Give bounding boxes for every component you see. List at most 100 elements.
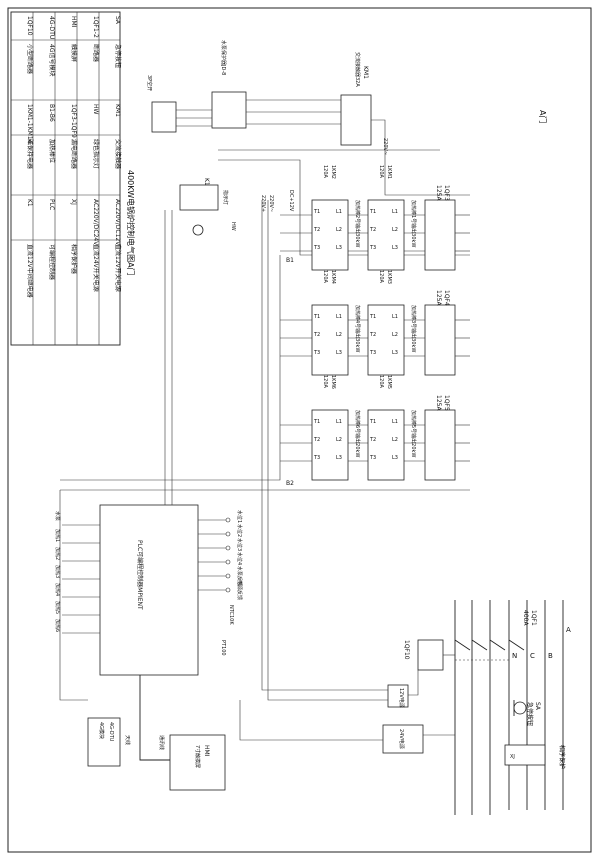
indicator-tag: HW [230, 222, 236, 231]
psu24-box [382, 724, 424, 754]
legend-name: 直流24V开关电源 [92, 244, 100, 292]
legend-code: AC220V/DC24V [92, 199, 99, 246]
plc-input-label: 水泵反馈 [236, 566, 243, 586]
contactor-rating: 120A [322, 165, 328, 179]
plc-output-label: 加热3 [54, 565, 61, 578]
terminal-label: T1 [369, 314, 376, 320]
heater-breaker-tag: 1QF4 [443, 290, 450, 306]
legend-code: 1QF1-2 [92, 16, 99, 38]
estop-label: 急停按钮 [526, 702, 534, 726]
heater-breaker-rating: 125A [435, 185, 442, 201]
contactor-box [311, 409, 349, 481]
phase-protector-box [504, 744, 546, 766]
small-breaker-tag: 1QF10 [403, 640, 410, 660]
psu24-label: 24V电源 [398, 729, 405, 749]
terminal-label: T1 [369, 419, 376, 425]
contactor-rating: 120A [378, 375, 384, 389]
heater-breaker-tag: 1QF5 [443, 395, 450, 411]
line-label: L1 [336, 209, 342, 215]
line-label: L3 [336, 245, 342, 251]
legend-name: 直流12V开关电源 [114, 244, 122, 292]
terminal-label: T3 [313, 245, 320, 251]
line-label: L3 [392, 455, 398, 461]
terminal-label: T2 [313, 332, 320, 338]
sensor-ntc: NTC10K [228, 605, 234, 625]
legend-code: SA [114, 16, 121, 25]
legend-name: 直流12V中间继电器 [26, 244, 34, 298]
pump-switch-label: 3P空开 [146, 75, 153, 91]
terminal-label: T3 [313, 350, 320, 356]
legend-code: 4G-DTU [48, 16, 55, 39]
sensor-pt100: PT100 [220, 640, 226, 656]
legend-name: 磁保持电器 [26, 139, 34, 169]
terminal-label: T2 [313, 227, 320, 233]
heater-breaker-rating: 125A [435, 395, 442, 411]
contactor-rating: 120A [322, 375, 328, 389]
phase-label-b: B [548, 652, 553, 660]
line-label: L2 [392, 332, 398, 338]
heater-breaker-rating: 125A [435, 290, 442, 306]
pump-protector-label: 水泵保护器JD-8 [220, 40, 227, 75]
terminal-label: T1 [369, 209, 376, 215]
estop-tag: SA [534, 702, 541, 711]
line-label: L2 [336, 332, 342, 338]
drawing-title: 400KW电锅炉控制电气图A门 [126, 170, 136, 276]
terminal-label: T1 [313, 314, 320, 320]
pump-switch-box [151, 101, 177, 133]
hmi-label: 7寸触摸屏 [194, 745, 201, 768]
terminal-label: T2 [369, 437, 376, 443]
heater-breaker-box [424, 304, 456, 376]
sheet-frame [7, 7, 592, 853]
heater-label: 加热棒5号输出20kW [410, 410, 417, 457]
legend-code: B1-B6 [48, 104, 55, 122]
dtu-tag: 4G-DTU [108, 722, 114, 742]
indicator-label: 指示灯 [222, 190, 229, 205]
hmi-box [169, 734, 226, 791]
legend-name: 4G信号模块 [48, 44, 56, 76]
psu12-box [387, 684, 409, 708]
v220b-label: 220V~ [268, 195, 274, 212]
legend-code: HMI [70, 16, 77, 28]
legend-name: 可编程控制器 [48, 244, 56, 280]
plc-output-label: 加热6 [54, 619, 61, 632]
antenna-label: 天线 [124, 735, 131, 745]
line-label: L1 [392, 419, 398, 425]
legend-name: 绿色指示灯 [92, 139, 100, 169]
line-label: L2 [392, 437, 398, 443]
legend-code: 1QF3-1QF9 [70, 104, 77, 138]
legend-code: AC220V/DC12V [114, 199, 121, 246]
heater-label: 加热棒4号输出30kW [354, 305, 361, 352]
bus-b2: B2 [286, 480, 294, 487]
legend-code: XJ [70, 199, 77, 205]
bus-b1: B1 [286, 257, 294, 264]
contactor-box [311, 199, 349, 271]
line-label: L3 [392, 350, 398, 356]
phase-label-n: N [512, 652, 517, 660]
line-label: L3 [336, 350, 342, 356]
contactor-box [367, 409, 405, 481]
phase-label-c: C [530, 652, 535, 660]
pump-protector-box [211, 91, 247, 129]
contactor-tag: 1KM5 [386, 375, 392, 389]
legend-code: PLC [48, 199, 55, 210]
contactor-rating: 120A [322, 270, 328, 284]
plc-output-label: 加热1 [54, 529, 61, 542]
km1-box [340, 94, 372, 146]
line-label: L1 [336, 314, 342, 320]
legend-code: K1 [26, 199, 33, 207]
legend-name: 急停按钮 [114, 44, 122, 68]
contactor-box [367, 199, 405, 271]
contactor-rating: 120A [378, 270, 384, 284]
terminal-label: T3 [369, 350, 376, 356]
km1-desc: 交流接触器32A [354, 52, 361, 87]
plc-output-label: 加热2 [54, 547, 61, 560]
hmi-tag: HMI [203, 745, 210, 757]
contactor-tag: 1KM4 [330, 270, 336, 284]
legend-name: 触摸屏 [70, 44, 78, 62]
line-label: L1 [392, 209, 398, 215]
main-breaker-rating: 400A [522, 610, 529, 626]
heater-breaker-box [424, 409, 456, 481]
